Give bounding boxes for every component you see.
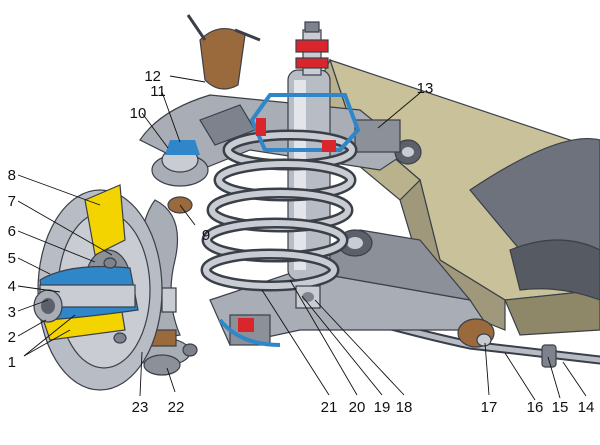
callout-labels: 1 2 3 4 5 6 7 8 9 10 11 12 13 14 15 16 1… (8, 68, 595, 416)
spring-cups (218, 93, 361, 347)
callout-16: 16 (527, 399, 544, 416)
bump-stop (186, 14, 261, 90)
callout-9: 9 (202, 227, 210, 244)
callout-19: 19 (374, 399, 391, 416)
wheel-hub (33, 257, 139, 344)
callout-22: 22 (168, 399, 185, 416)
body-structure (469, 137, 600, 301)
callout-1: 1 (8, 354, 16, 371)
callout-15: 15 (552, 399, 569, 416)
callout-12: 12 (144, 68, 161, 85)
callout-2: 2 (8, 329, 16, 346)
upper-ball-joint (151, 140, 209, 214)
callout-8: 8 (8, 167, 16, 184)
callout-7: 7 (8, 193, 16, 210)
leader-lines (17, 75, 587, 401)
coil-spring (200, 129, 358, 292)
callout-5: 5 (8, 250, 16, 267)
callout-14: 14 (578, 399, 595, 416)
callout-4: 4 (8, 278, 16, 295)
callout-20: 20 (349, 399, 366, 416)
callout-6: 6 (8, 223, 16, 240)
callout-3: 3 (8, 304, 16, 321)
callout-11: 11 (150, 83, 166, 100)
callout-18: 18 (396, 399, 413, 416)
callout-17: 17 (481, 399, 498, 416)
callout-10: 10 (130, 105, 147, 122)
callout-13: 13 (417, 80, 434, 97)
callout-21: 21 (321, 399, 338, 416)
callout-23: 23 (132, 399, 149, 416)
